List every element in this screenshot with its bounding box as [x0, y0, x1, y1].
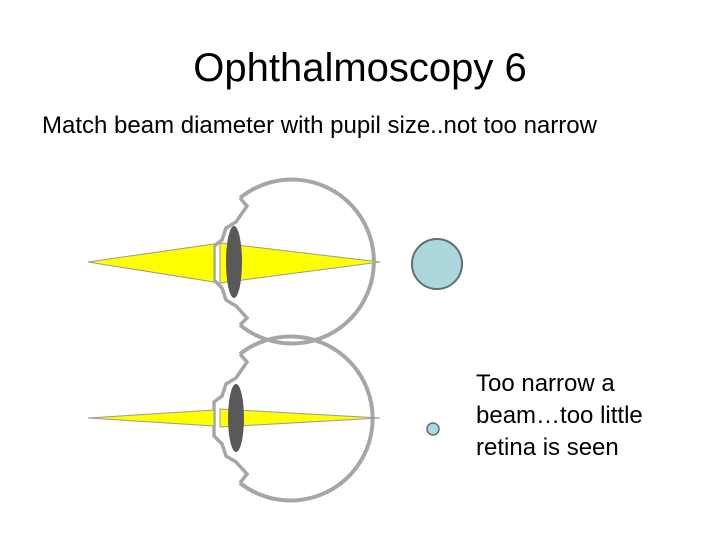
caption-line: Too narrow a: [476, 370, 615, 397]
slide-subtitle: Match beam diameter with pupil size..not…: [42, 112, 597, 139]
lens: [228, 384, 244, 452]
caption: Too narrow a beam…too little retina is s…: [476, 368, 706, 464]
beam-right: [219, 242, 381, 284]
eye-diagram-narrow-beam: [87, 334, 440, 503]
lens: [226, 226, 242, 298]
eye-diagram-wide-beam: [87, 177, 463, 346]
beam-left: [87, 243, 215, 283]
pupil-circle-small: [426, 422, 440, 436]
pupil-circle-large: [411, 238, 463, 290]
beam-left: [87, 409, 215, 427]
caption-line: beam…too little: [476, 402, 643, 429]
beam-right: [219, 408, 381, 428]
slide-title: Ophthalmoscopy 6: [193, 46, 527, 90]
caption-line: retina is seen: [476, 434, 619, 461]
